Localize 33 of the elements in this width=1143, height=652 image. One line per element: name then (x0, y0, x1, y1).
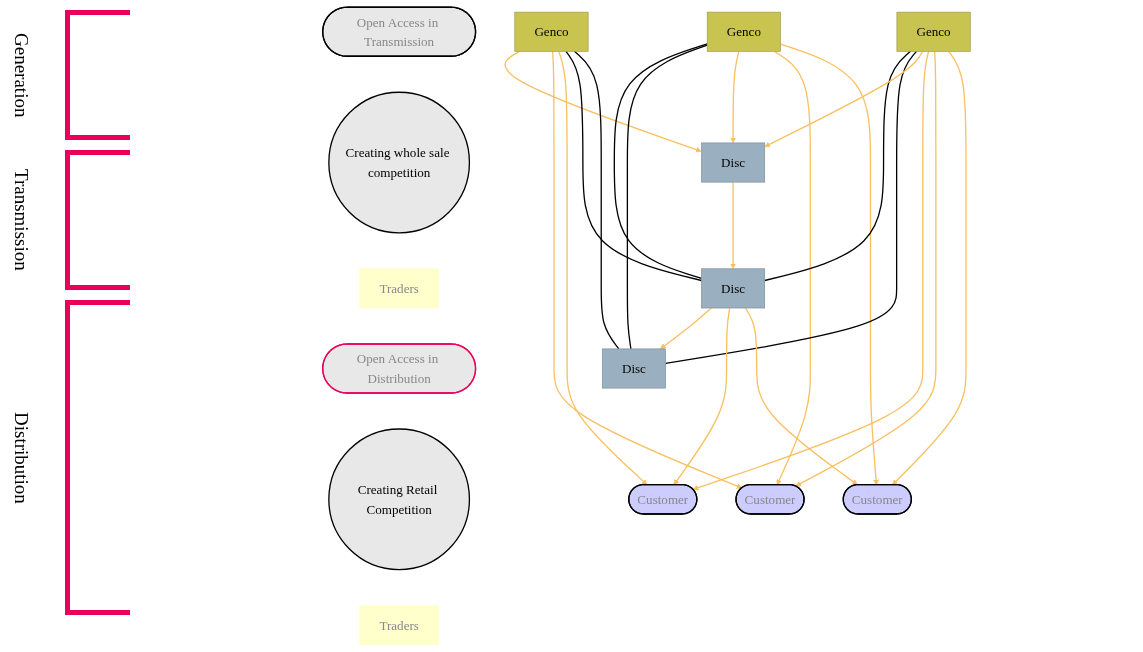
connector (764, 50, 912, 282)
level-label: Distribution (10, 411, 32, 504)
arrow (692, 50, 930, 491)
connector (626, 44, 708, 350)
arrow (660, 307, 712, 350)
node-box: Genco (896, 11, 971, 52)
arrow (795, 50, 937, 487)
node-box: Disc (701, 142, 766, 183)
level-label: Transmission (10, 169, 32, 271)
node-circle: Creating whole sale competition (328, 91, 471, 234)
arrow (779, 43, 879, 486)
connector (573, 50, 620, 350)
arrow (558, 50, 648, 486)
node-box: Disc (602, 348, 666, 389)
arrow (730, 50, 740, 144)
arrow (673, 307, 731, 486)
node-box: Genco (706, 11, 781, 52)
arrow (552, 50, 743, 489)
node-box: Disc (701, 268, 766, 309)
arrow (773, 50, 811, 486)
level-label: Generation (10, 32, 32, 118)
node-circle: Creating Retail Competition (328, 428, 471, 571)
connector (565, 50, 703, 282)
arrow (504, 50, 702, 153)
arrow (764, 50, 924, 147)
connector (664, 50, 918, 365)
node-box: Genco (514, 11, 589, 52)
arrow (730, 181, 736, 270)
node-box: Traders (359, 605, 439, 646)
connector (613, 43, 708, 280)
arrow (744, 307, 858, 486)
arrow (892, 50, 967, 486)
node-box: Traders (359, 268, 439, 309)
